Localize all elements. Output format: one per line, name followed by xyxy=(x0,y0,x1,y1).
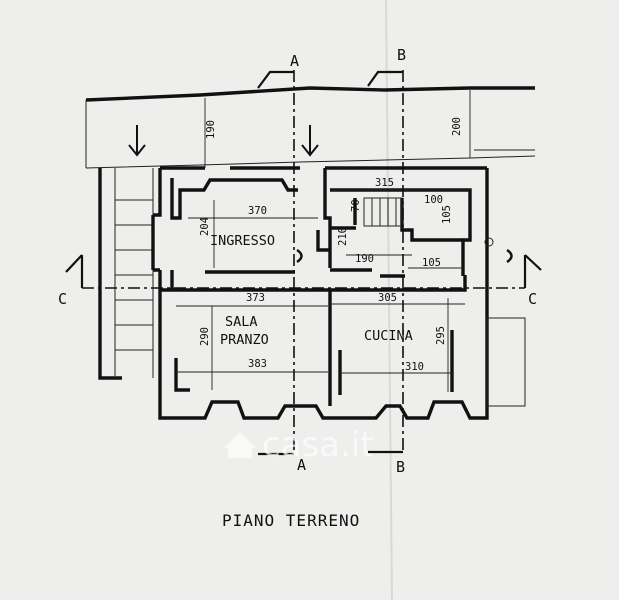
room-label-sala: SALA xyxy=(225,314,258,330)
room-dimension-lines xyxy=(176,189,470,392)
top-dimension-lines xyxy=(204,90,471,168)
room-label-cucina: CUCINA xyxy=(364,328,413,344)
door-symbols xyxy=(296,237,526,407)
paper-fold-line xyxy=(385,0,393,600)
dim-315: 315 xyxy=(375,177,394,189)
building-outer-walls xyxy=(151,166,489,420)
internal-stair xyxy=(363,197,403,227)
site-boundary-lines xyxy=(85,86,536,169)
plan-title: PIANO TERRENO xyxy=(222,511,360,530)
dim-373: 373 xyxy=(246,292,265,304)
dim-200-top: 200 xyxy=(451,117,463,136)
dim-383: 383 xyxy=(248,358,267,370)
section-label-b-bottom: B xyxy=(396,458,405,476)
section-label-a-bottom: A xyxy=(297,456,306,474)
interior-walls xyxy=(160,168,472,406)
dim-295: 295 xyxy=(435,326,447,345)
dim-190-mid: 190 xyxy=(355,253,374,265)
external-stair xyxy=(98,168,154,380)
dim-290: 290 xyxy=(199,327,211,346)
watermark-logo: casa.it xyxy=(224,425,374,465)
dim-105-vertical: 105 xyxy=(441,205,453,224)
section-label-c-left: C xyxy=(58,290,67,308)
dim-370: 370 xyxy=(248,205,267,217)
dim-70: 70 xyxy=(350,199,362,212)
section-label-b-top: B xyxy=(397,46,406,64)
dim-310: 310 xyxy=(405,361,424,373)
dim-204: 204 xyxy=(199,217,211,236)
section-label-a-top: A xyxy=(290,52,299,70)
dim-105-horizontal: 105 xyxy=(422,257,441,269)
watermark-text: casa.it xyxy=(262,425,374,465)
dim-100: 100 xyxy=(424,194,443,206)
room-label-ingresso: INGRESSO xyxy=(210,233,275,249)
section-lines xyxy=(65,70,542,456)
down-arrows xyxy=(128,125,319,157)
dim-190-top: 190 xyxy=(205,120,217,139)
dim-210: 210 xyxy=(337,227,349,246)
section-label-c-right: C xyxy=(528,290,537,308)
room-label-pranzo: PRANZO xyxy=(220,332,269,348)
dim-305: 305 xyxy=(378,292,397,304)
